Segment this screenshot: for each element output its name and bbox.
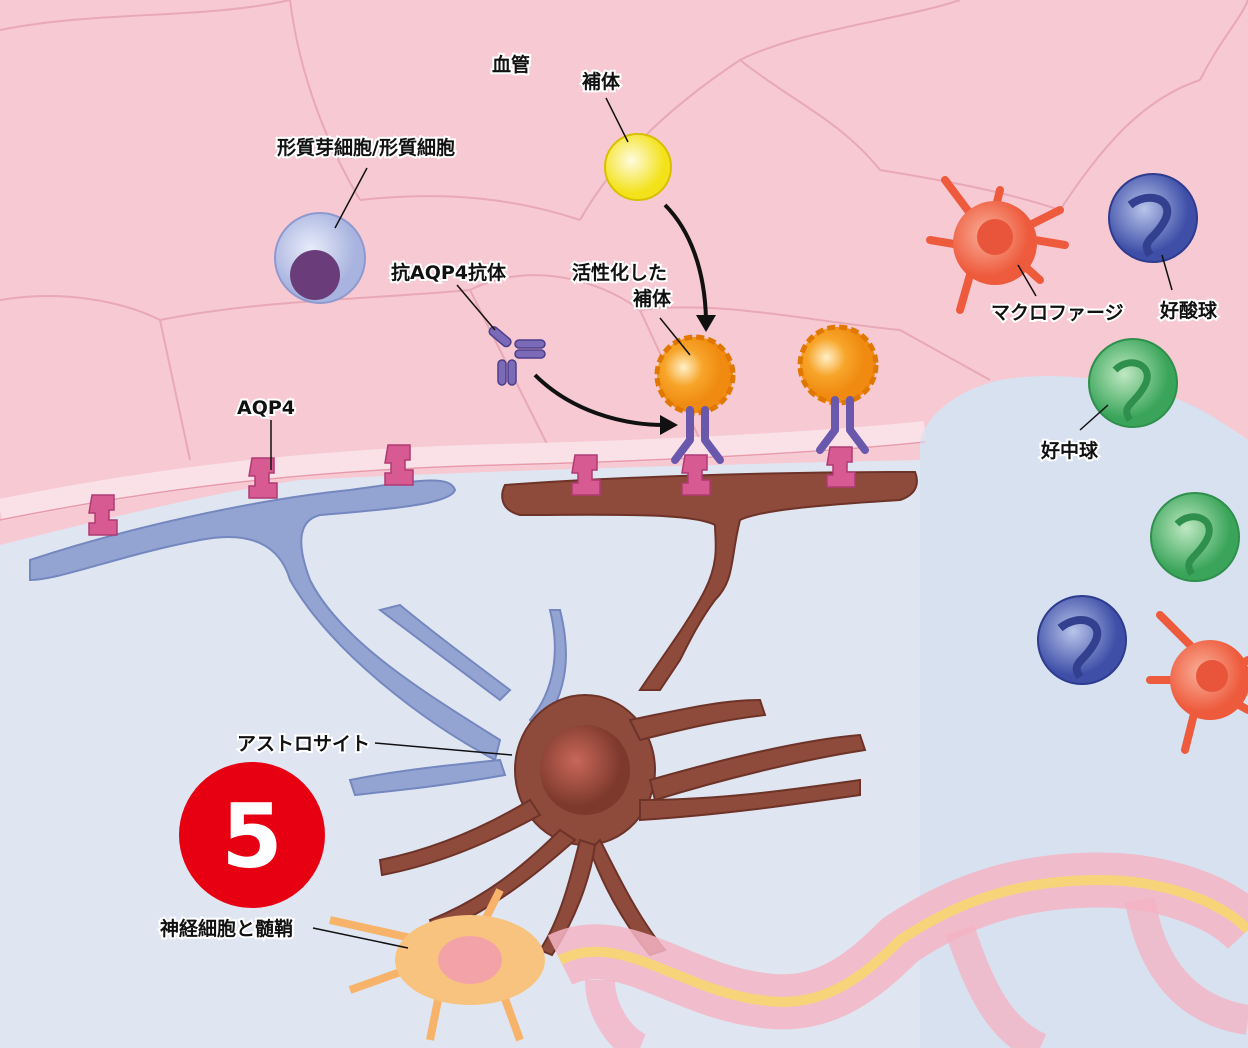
label-plasma-cell: 形質芽細胞/形質細胞: [277, 136, 455, 159]
activated-complement-2: [797, 324, 879, 454]
label-antibody: 抗AQP4抗体: [391, 261, 507, 284]
label-neutrophil: 好中球: [1040, 439, 1099, 462]
label-macrophage: マクロファージ: [991, 302, 1124, 324]
activated-complement-1: [654, 334, 736, 464]
step-badge: 5: [179, 762, 325, 908]
label-vessel: 血管: [492, 53, 530, 76]
label-activated-complement-1: 活性化した: [572, 261, 667, 284]
label-neuron: 神経細胞と髄鞘: [160, 917, 293, 940]
neuron-and-myelin: [329, 852, 1248, 1048]
step-number: 5: [221, 785, 282, 888]
arrowhead-icon: [660, 415, 678, 435]
complement: [604, 133, 672, 201]
label-complement: 補体: [581, 70, 621, 93]
astrocyte-damaged: [378, 470, 918, 957]
astrocyte-nucleus: [540, 725, 630, 815]
label-astrocyte: アストロサイト: [237, 733, 370, 755]
macrophage-2: [1146, 611, 1248, 754]
neutrophil-1: [1088, 338, 1178, 428]
label-eosinophil: 好酸球: [1159, 299, 1218, 322]
astrocyte-healthy-process: [29, 479, 567, 797]
arrowhead-icon: [696, 315, 716, 332]
aqp4-channels: [88, 444, 856, 536]
neutrophil-2: [1150, 492, 1240, 582]
plasma-cell: [274, 212, 366, 304]
arrow-complement-activation: [663, 203, 708, 321]
eosinophil-1: [1108, 173, 1198, 263]
eosinophil-2: [1037, 595, 1127, 685]
arrow-antibody-binding: [533, 373, 666, 427]
leader-lines: [270, 97, 1173, 949]
anti-aqp4-antibody: [488, 326, 546, 386]
macrophage-1: [926, 176, 1069, 314]
label-aqp4: AQP4: [237, 397, 295, 419]
label-activated-complement-2: 補体: [632, 287, 672, 310]
